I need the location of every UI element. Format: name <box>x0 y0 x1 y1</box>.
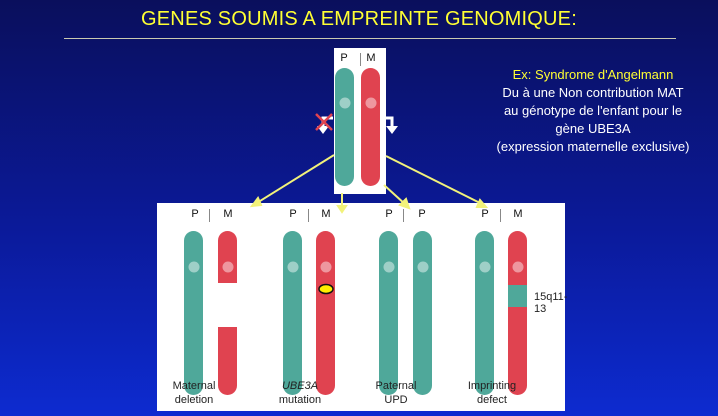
panel1-deleted-region <box>218 283 237 327</box>
panel1-caption-line1: Maternal <box>172 380 216 392</box>
panel4-maternal-centromere <box>512 261 524 273</box>
panel3-paternal-chromosome-1 <box>379 231 398 395</box>
maternal-arrow-head <box>386 126 398 134</box>
panel1-caption-line2: deletion <box>174 394 214 406</box>
panel2-separator <box>308 209 309 222</box>
arrow-to-panel1 <box>251 154 335 207</box>
top-paternal-centromere <box>339 97 351 109</box>
connector-arrows <box>249 154 489 214</box>
panel4-caption: Imprinting defect <box>447 379 537 407</box>
panel1-label-left: P <box>191 208 199 220</box>
panel2-gene-name: UBE3A <box>281 380 319 392</box>
panel2-maternal-centromere <box>320 261 332 273</box>
top-label-p: P <box>340 52 348 64</box>
slide-title: GENES SOUMIS A EMPREINTE GENOMIQUE: <box>141 8 577 30</box>
note-line-3: au génotype de l'enfant pour le <box>503 103 683 118</box>
panel1-maternal-centromere <box>222 261 234 273</box>
note-line-4: gène UBE3A <box>555 121 631 136</box>
top-maternal-chromosome <box>361 68 380 186</box>
panel2-label-left: P <box>289 208 297 220</box>
panel1-paternal-centromere <box>188 261 200 273</box>
note-line-5: (expression maternelle exclusive) <box>496 139 690 154</box>
panel3-label-left: P <box>385 208 393 220</box>
panel3-centromere-1 <box>383 261 395 273</box>
note-line-2: Du à une Non contribution MAT <box>502 85 684 100</box>
panel3-paternal-chromosome-2 <box>413 231 432 395</box>
top-label-m: M <box>366 52 376 64</box>
panel4-separator <box>500 209 501 222</box>
panel3-separator <box>403 209 404 222</box>
cross-icon-stroke <box>315 113 333 131</box>
note-example: Ex: Syndrome d'Angelmann <box>512 67 674 82</box>
panel2-label-right: M <box>321 208 331 220</box>
panel1-paternal-chromosome <box>184 231 203 395</box>
panel2-paternal-chromosome <box>283 231 302 395</box>
panel1-caption: Maternal deletion <box>149 379 239 407</box>
maternal-expression-arrow <box>382 116 394 128</box>
panel1-label-right: M <box>223 208 233 220</box>
panel2-caption: UBE3A mutation <box>255 379 345 407</box>
top-maternal-centromere <box>365 97 377 109</box>
panel4-imprinting-region <box>508 285 527 307</box>
panel4-label-right: M <box>513 208 523 220</box>
panel3-caption-line2: UPD <box>384 394 408 406</box>
paternal-arrow-head <box>317 126 329 134</box>
top-label-separator <box>360 53 361 66</box>
panel3-centromere-2 <box>417 261 429 273</box>
panel2-caption-line1: UBE3A <box>255 379 345 393</box>
panel4-caption-line2: defect <box>477 394 507 406</box>
panel2-caption-line2: mutation <box>278 394 322 406</box>
panel3-caption: Paternal UPD <box>351 379 441 407</box>
title-divider <box>64 38 676 39</box>
panel2-paternal-centromere <box>287 261 299 273</box>
bottom-mechanisms-panel: P M P M P P P M 15q11-13 Maternal deleti… <box>157 203 568 411</box>
panel4-paternal-centromere <box>479 261 491 273</box>
panel3-caption-line1: Paternal <box>375 380 417 392</box>
panel2-maternal-chromosome <box>316 231 335 395</box>
panel1-maternal-chromosome <box>218 231 237 395</box>
region-label: 15q11-13 <box>534 291 568 315</box>
syndrome-note: Ex: Syndrome d'Angelmann Du à une Non co… <box>468 66 718 156</box>
panel4-paternal-chromosome <box>475 231 494 395</box>
panel1-separator <box>209 209 210 222</box>
arrow-to-panel4 <box>385 155 485 206</box>
mutation-marker <box>318 283 334 295</box>
panel4-caption-line1: Imprinting <box>467 380 517 392</box>
panel3-label-right: P <box>418 208 426 220</box>
panel4-label-left: P <box>481 208 489 220</box>
top-chromosome-panel: P M <box>334 48 386 194</box>
panel4-maternal-chromosome <box>508 231 527 395</box>
top-paternal-chromosome <box>335 68 354 186</box>
